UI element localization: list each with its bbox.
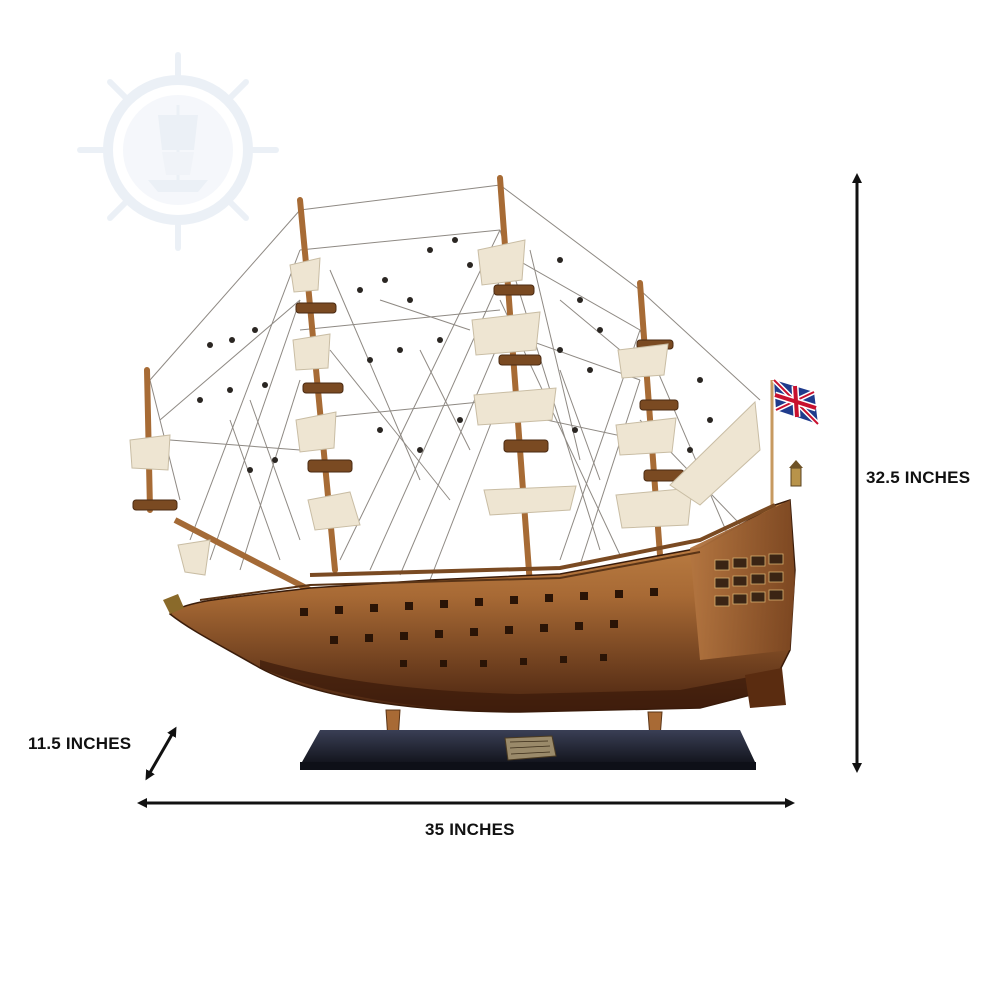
height-dimension-label: 32.5 INCHES xyxy=(866,468,971,487)
nameplate xyxy=(504,735,557,761)
sails xyxy=(129,239,761,576)
masts xyxy=(144,175,663,588)
ship-wheel-logo-icon xyxy=(77,52,279,251)
ship-hull xyxy=(163,498,796,713)
bowsprit xyxy=(173,517,312,593)
rigging-blocks xyxy=(197,237,728,473)
width-dimension-label: 35 INCHES xyxy=(425,820,515,839)
union-jack-flag-icon xyxy=(772,378,820,426)
depth-arrow xyxy=(145,726,177,781)
mast-tops xyxy=(132,284,685,511)
stern-lantern xyxy=(789,460,803,487)
depth-dimension-label: 11.5 INCHES xyxy=(28,734,132,753)
